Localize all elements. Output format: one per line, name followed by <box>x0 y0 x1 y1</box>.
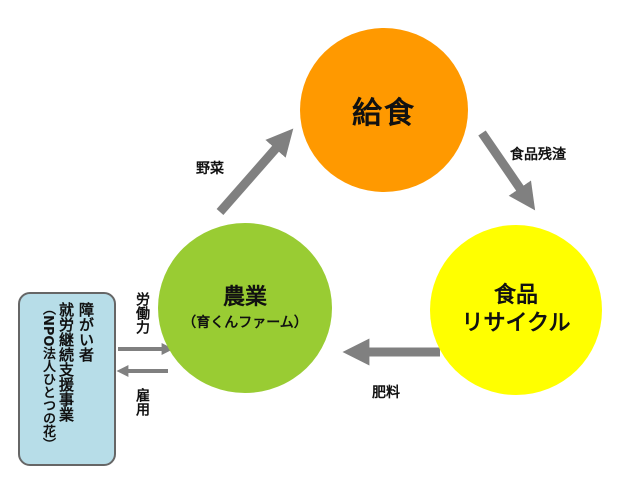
node-nogyo-line1: 農業 <box>222 285 267 310</box>
flow-label-yasai: 野菜 <box>196 161 224 177</box>
flow-label-koyo: 雇用 <box>134 388 150 416</box>
node-nogyo-line2: （育くんファーム） <box>182 315 308 331</box>
flow-label-zansa: 食品残渣 <box>510 147 566 163</box>
arrow-nogyo-to-kyushoku <box>216 128 294 215</box>
node-nogyo: 農業 （育くんファーム） <box>158 223 332 393</box>
npo-box: 障がい者 就労継続支援事業 （NPO法人ひとつの花） <box>18 292 116 466</box>
node-kyushoku-label: 給食 <box>352 96 416 131</box>
flow-label-rodoryoku: 労働力 <box>134 292 150 334</box>
npo-line2: 就労継続支援事業 <box>57 302 75 422</box>
npo-line3: （NPO法人ひとつの花） <box>40 302 55 451</box>
npo-line1: 障がい者 <box>77 302 95 362</box>
node-recycle-line1: 食品 <box>493 283 538 308</box>
flow-label-hiryo: 肥料 <box>372 385 400 401</box>
arrow-kyushoku-to-recycle <box>478 130 536 211</box>
node-recycle-line2: リサイクル <box>461 311 571 336</box>
node-food-recycle: 食品 リサイクル <box>430 225 602 395</box>
node-kyushoku: 給食 <box>300 28 468 192</box>
